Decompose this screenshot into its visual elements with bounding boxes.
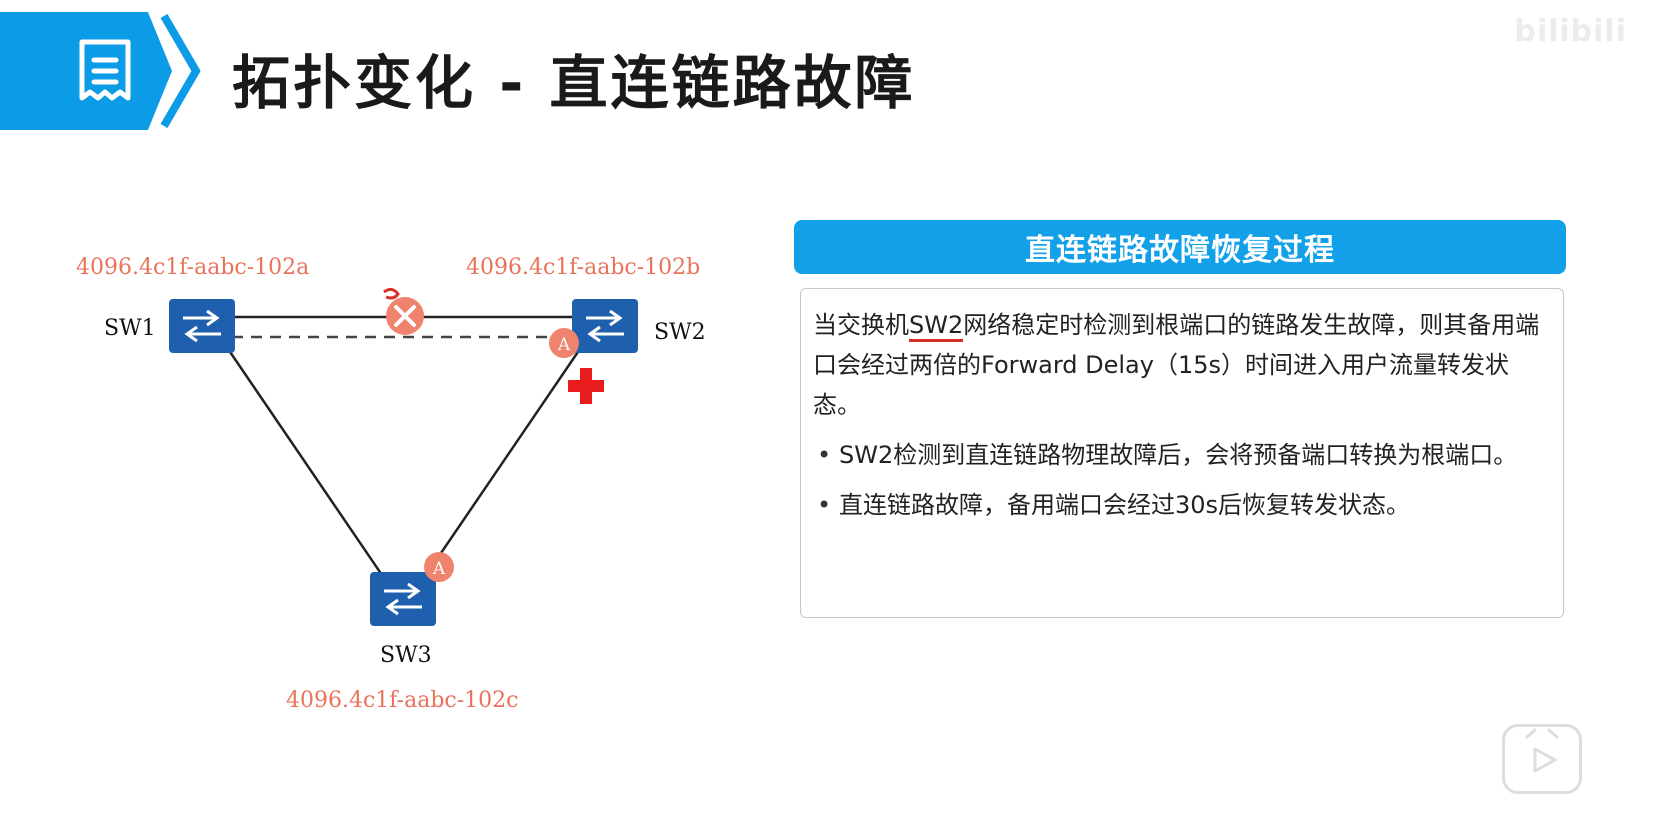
sw1-label: SW1 [104, 316, 156, 341]
switch-sw2 [572, 299, 638, 353]
info-paragraph-highlight: SW2 [909, 311, 964, 342]
info-bullet-2: 直连链路故障，备用端口会经过30s后恢复转发状态。 [813, 485, 1551, 525]
sw1-bridge-id: 4096.4c1f-aabc-102a [76, 255, 309, 280]
info-heading: 直连链路故障恢复过程 [794, 220, 1566, 274]
page-title: 拓扑变化 - 直连链路故障 [232, 49, 916, 117]
watermark-logo: bilibili [1514, 14, 1627, 49]
header-band [0, 12, 172, 130]
info-box: 当交换机SW2网络稳定时检测到根端口的链路发生故障，则其备用端口会经过两倍的Fo… [800, 288, 1564, 618]
sw2-bridge-id: 4096.4c1f-aabc-102b [466, 255, 700, 280]
play-button[interactable] [1502, 724, 1582, 794]
info-paragraph-post: 网络稳定时检测到根端口的链路发生故障，则其备用端口会经过两倍的Forward D… [813, 311, 1540, 419]
topology-diagram: A A SW1 SW2 SW3 4096.4c1f-aabc-102a 4096… [76, 255, 706, 713]
plus-icon [568, 368, 604, 404]
info-bullet-1: SW2检测到直连链路物理故障后，会将预备端口转换为根端口。 [813, 435, 1551, 475]
port-badge-sw3-label: A [432, 559, 446, 579]
switch-sw3 [370, 572, 436, 626]
port-badge-sw3: A [424, 552, 454, 582]
link-sw1-sw3 [224, 345, 386, 579]
info-paragraph-pre: 当交换机 [813, 311, 909, 339]
x-circle-icon [383, 287, 424, 335]
document-icon [79, 39, 131, 101]
switch-sw1 [169, 299, 235, 353]
header-chevron [160, 13, 201, 129]
play-icon [1525, 728, 1559, 773]
sw3-label: SW3 [380, 643, 432, 668]
sw3-bridge-id: 4096.4c1f-aabc-102c [286, 688, 518, 713]
link-sw2-sw3 [422, 345, 584, 579]
port-badge-sw2-label: A [557, 335, 571, 355]
info-paragraph: 当交换机SW2网络稳定时检测到根端口的链路发生故障，则其备用端口会经过两倍的Fo… [813, 305, 1551, 425]
port-badge-sw2: A [549, 328, 579, 358]
sw2-label: SW2 [654, 320, 706, 345]
